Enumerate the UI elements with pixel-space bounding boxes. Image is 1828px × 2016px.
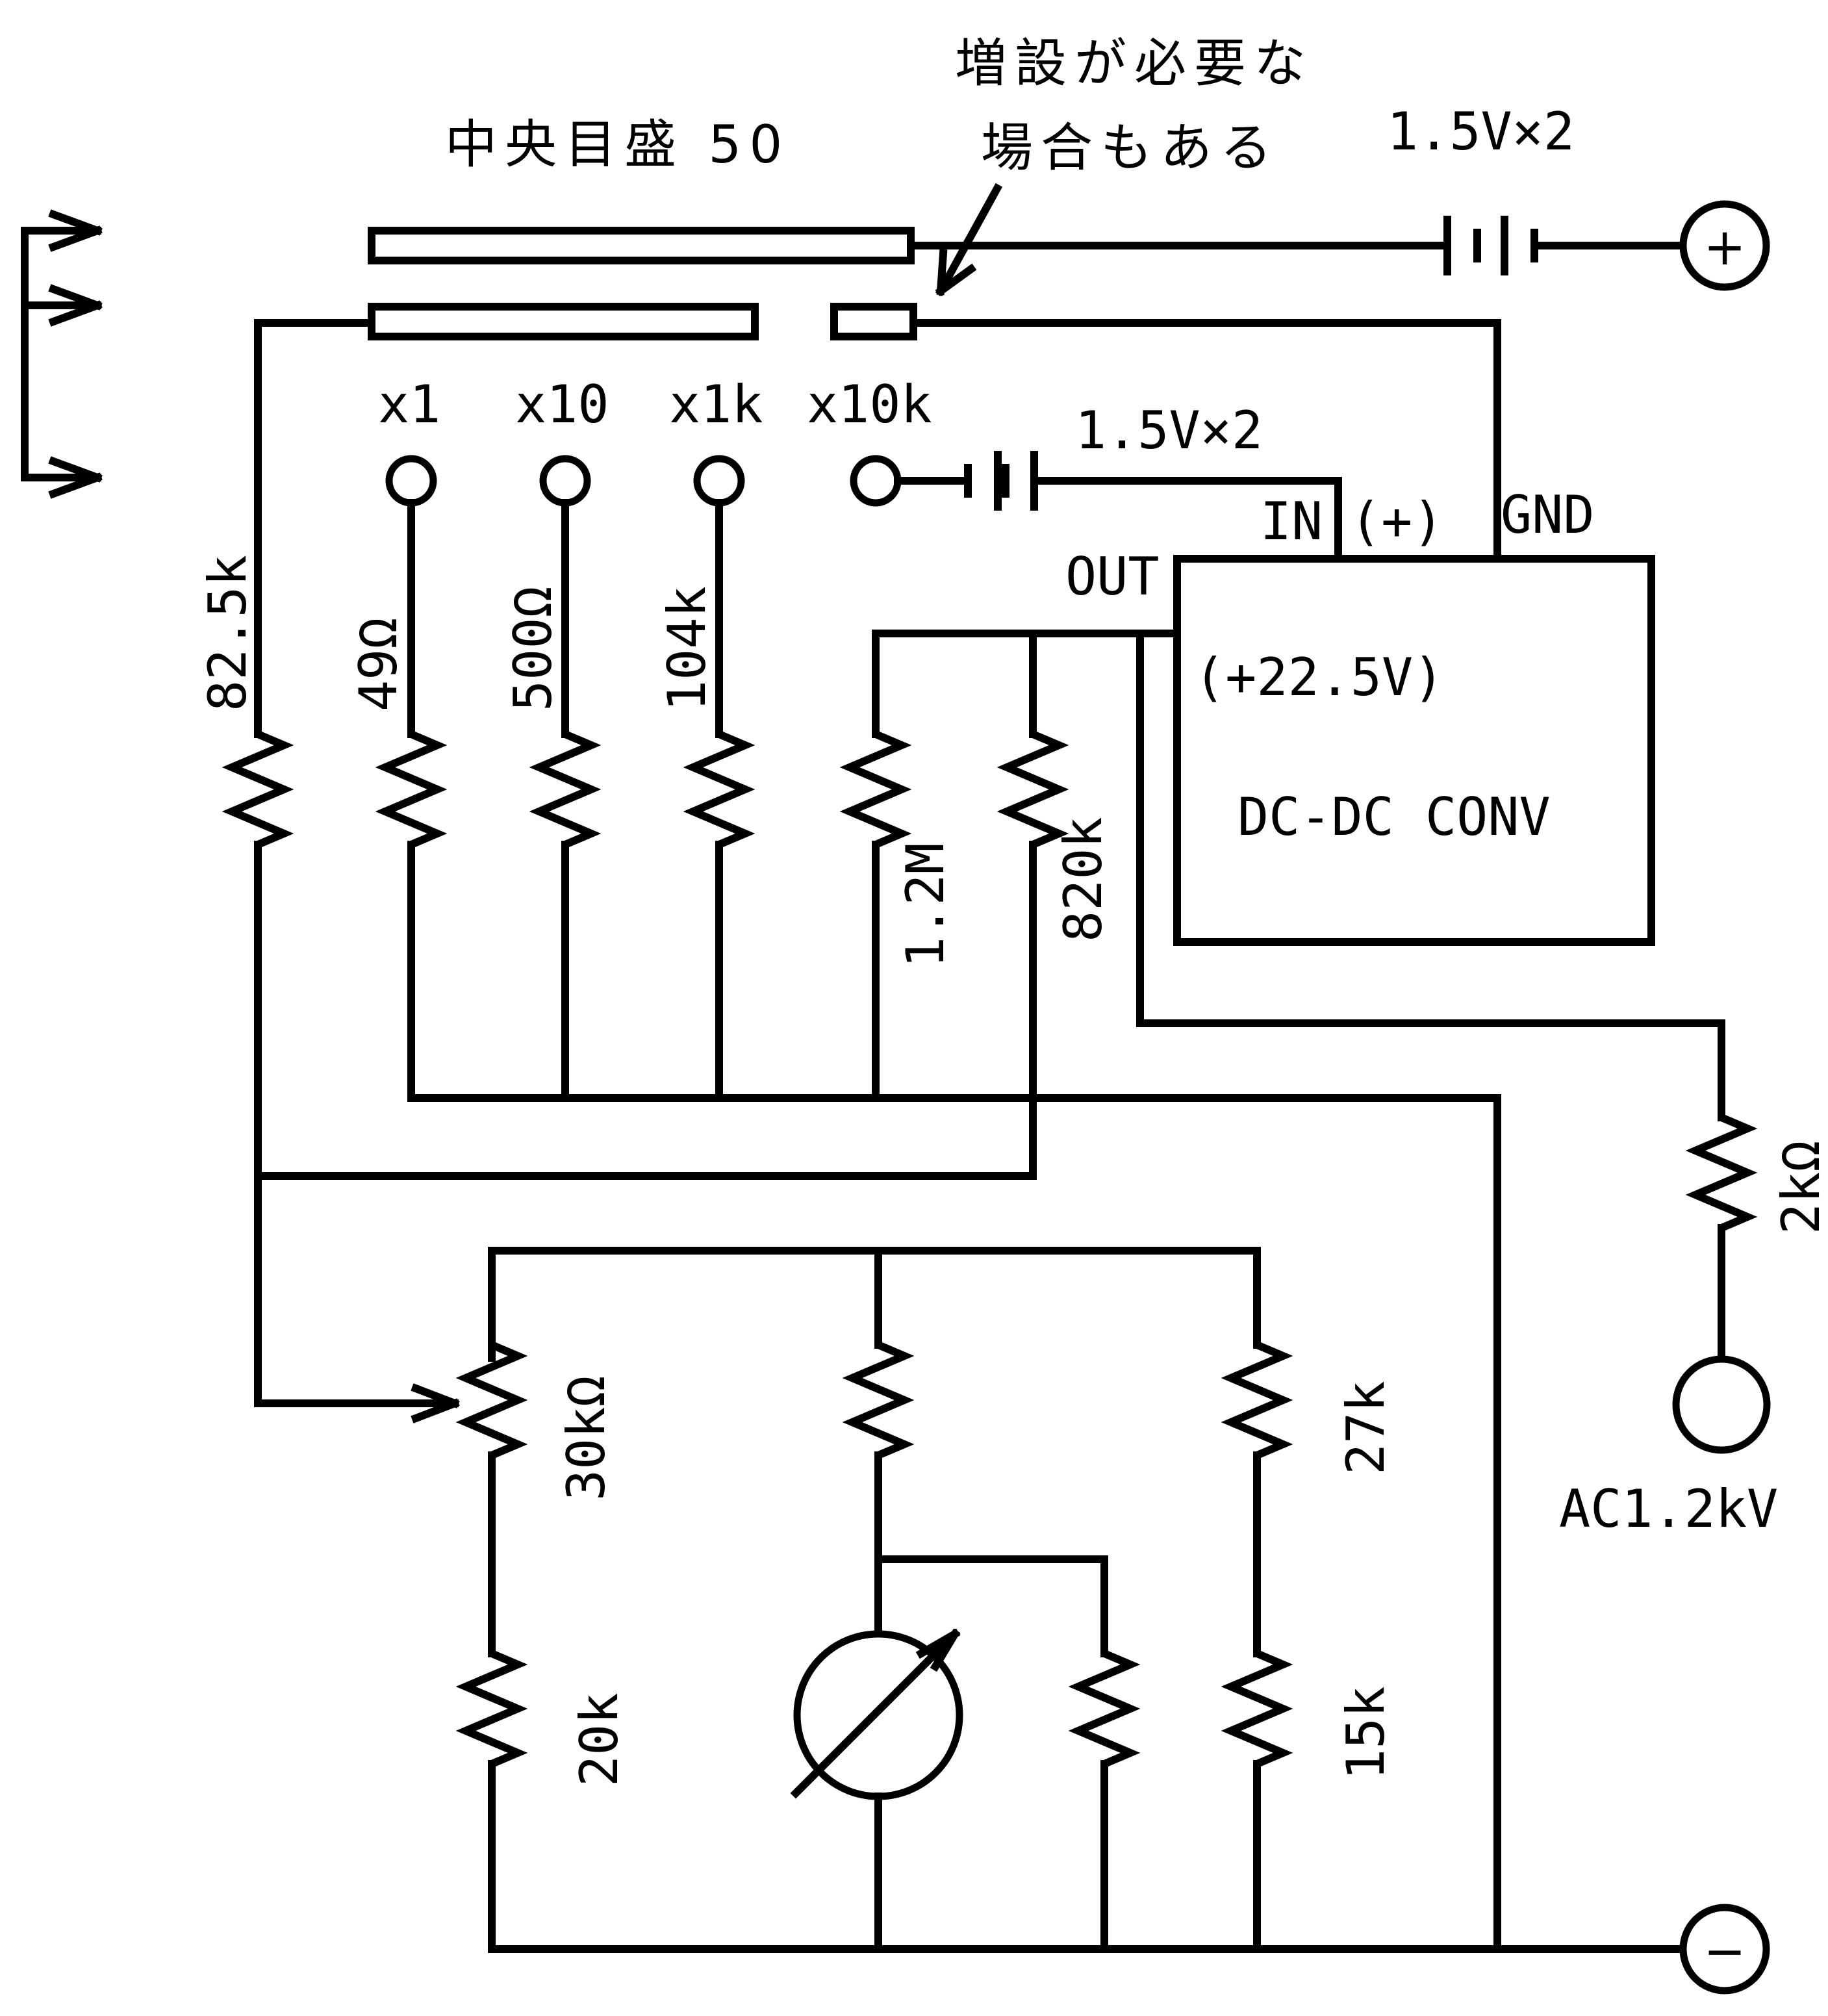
resistor-2k xyxy=(1685,1114,1758,1232)
resistor-shunt xyxy=(1068,1650,1141,1768)
minus-terminal[interactable] xyxy=(1679,1904,1770,1995)
terminal-x1[interactable] xyxy=(385,455,437,507)
selector-arrows xyxy=(21,209,103,499)
battery-mid-label: 1.5V×2 xyxy=(1075,400,1263,461)
resistor-1M2 xyxy=(839,730,912,849)
switch-bar-top[interactable] xyxy=(368,227,915,264)
pin-out-label: OUT xyxy=(1065,546,1160,607)
resistor-104k xyxy=(683,730,755,849)
resistor-82k5 xyxy=(222,730,294,849)
resistor-820k xyxy=(997,730,1069,849)
label-27k: 27k xyxy=(1336,1381,1396,1475)
resistor-meter-top xyxy=(842,1341,915,1459)
plus-terminal[interactable] xyxy=(1679,200,1770,291)
pin-in-label: IN xyxy=(1260,491,1323,552)
ac-source-label: AC1.2kV xyxy=(1559,1479,1778,1539)
label-500: 500Ω xyxy=(503,586,563,711)
label-20k: 20k xyxy=(569,1693,629,1787)
label-104k: 104k xyxy=(657,586,717,711)
wire-gnd-return xyxy=(909,319,1501,563)
ac-source-terminal[interactable] xyxy=(1672,1355,1771,1454)
note-arrow xyxy=(935,183,1003,297)
resistor-15k xyxy=(1221,1650,1293,1768)
switch-bar-extra[interactable] xyxy=(830,303,917,340)
potentiometer-30k[interactable] xyxy=(455,1341,528,1459)
terminal-x1k[interactable] xyxy=(693,455,745,507)
dcdc-converter xyxy=(1173,555,1655,946)
resistor-20k xyxy=(455,1650,528,1768)
pin-plus-label: (+) xyxy=(1350,491,1444,552)
range-common-bus xyxy=(407,841,1501,1953)
resistor-27k xyxy=(1221,1341,1293,1459)
resistor-500 xyxy=(529,730,602,849)
label-1M2: 1.2M xyxy=(895,843,956,968)
conv-voltage-label: (+22.5V) xyxy=(1194,647,1444,708)
center-scale-label: 中央目盛 50 xyxy=(445,114,790,175)
meter-movement xyxy=(790,1628,963,1800)
label-82k5: 82.5k xyxy=(197,555,258,711)
battery-top-label: 1.5V×2 xyxy=(1387,101,1575,162)
label-30k: 30kΩ xyxy=(556,1375,616,1501)
plus-terminal-label: + xyxy=(1703,218,1745,277)
switch-bar-lower[interactable] xyxy=(368,303,759,340)
minus-terminal-label: − xyxy=(1703,1922,1745,1981)
label-15k: 15k xyxy=(1336,1687,1396,1781)
label-49: 49Ω xyxy=(348,618,409,712)
note-line2: 場合もある xyxy=(981,118,1280,178)
note-line1: 増設が必要な xyxy=(955,33,1314,94)
label-x1: x1 xyxy=(378,374,440,435)
label-2k: 2kΩ xyxy=(1771,1141,1828,1235)
wire-82k5-top xyxy=(254,319,375,738)
label-820k: 820k xyxy=(1053,817,1113,942)
pin-gnd-label: GND xyxy=(1501,485,1595,545)
battery-top xyxy=(907,216,1686,275)
label-x10: x10 xyxy=(515,374,609,435)
label-x10k: x10k xyxy=(807,374,932,435)
conv-name-label: DC-DC CONV xyxy=(1238,787,1551,847)
terminal-x10k[interactable] xyxy=(850,455,902,507)
resistor-49 xyxy=(375,730,448,849)
terminal-x10[interactable] xyxy=(539,455,591,507)
label-x1k: x1k xyxy=(669,374,763,435)
